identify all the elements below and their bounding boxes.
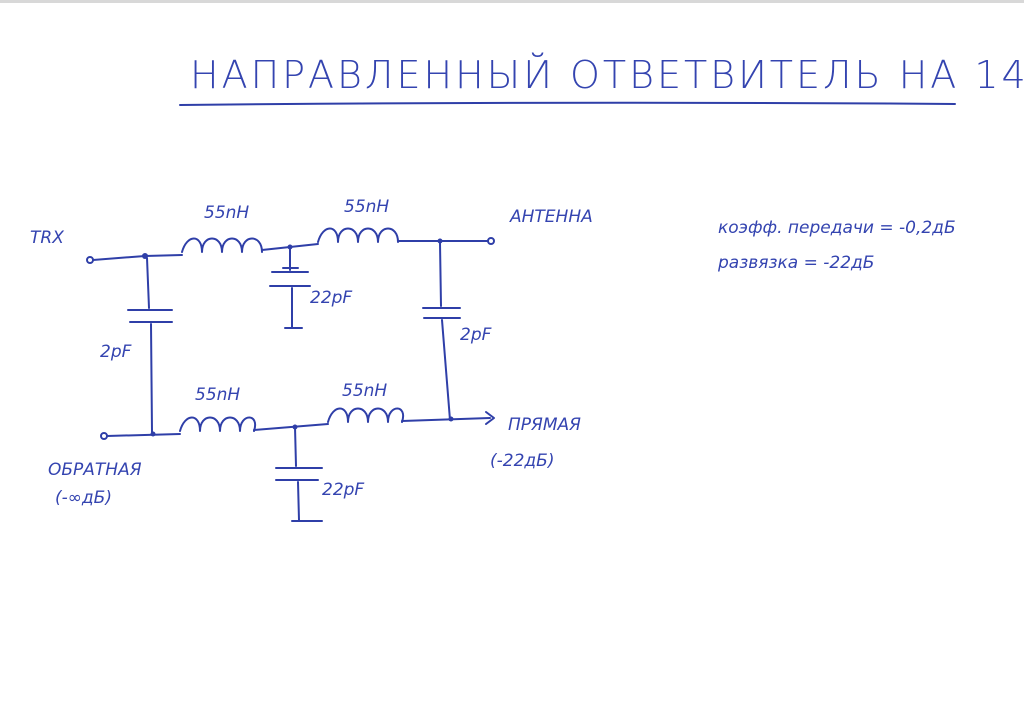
title-underline: [179, 101, 956, 106]
c-top-shunt-label: 22pF: [310, 288, 352, 308]
reverse-level: (-∞дБ): [55, 488, 112, 508]
l-top-right-label: 55nH: [344, 197, 389, 217]
forward-terminal: [485, 411, 495, 425]
reverse-label: ОБРАТНАЯ: [48, 460, 142, 480]
capacitor-top-shunt: [269, 246, 311, 329]
forward-label: ПРЯМАЯ: [508, 415, 581, 435]
top-line: [86, 227, 495, 264]
l-bottom-right-label: 55nH: [342, 381, 387, 401]
scan-edge: [0, 0, 1024, 3]
diagram-title: НАПРАВЛЕННЫЙ ОТВЕТВИТЕЛЬ НА 145 МГц: [190, 53, 1024, 97]
c-bottom-shunt-label: 22pF: [322, 480, 364, 500]
trx-label: TRX: [30, 228, 64, 248]
l-top-left-label: 55nH: [204, 203, 249, 223]
l-bottom-left-label: 55nH: [195, 385, 240, 405]
inductor-bottom-left: [179, 416, 257, 432]
capacitor-bottom-shunt: [275, 426, 323, 522]
capacitor-right-coupling: [422, 242, 461, 421]
forward-level: (-22дБ): [490, 451, 554, 471]
isolation-note: развязка = -22дБ: [717, 253, 874, 273]
inductor-top-left: [181, 237, 263, 253]
inductor-top-right: [317, 227, 399, 243]
inductor-bottom-right: [327, 407, 405, 423]
antenna-terminal: [487, 237, 495, 245]
c-right-coupling-label: 2pF: [460, 325, 492, 345]
antenna-label: АНТЕННА: [509, 207, 593, 227]
transmission-note: коэфф. передачи = -0,2дБ: [718, 218, 956, 238]
capacitor-left-coupling: [127, 257, 173, 433]
c-left-coupling-label: 2pF: [100, 342, 132, 362]
bottom-line: [100, 407, 495, 440]
